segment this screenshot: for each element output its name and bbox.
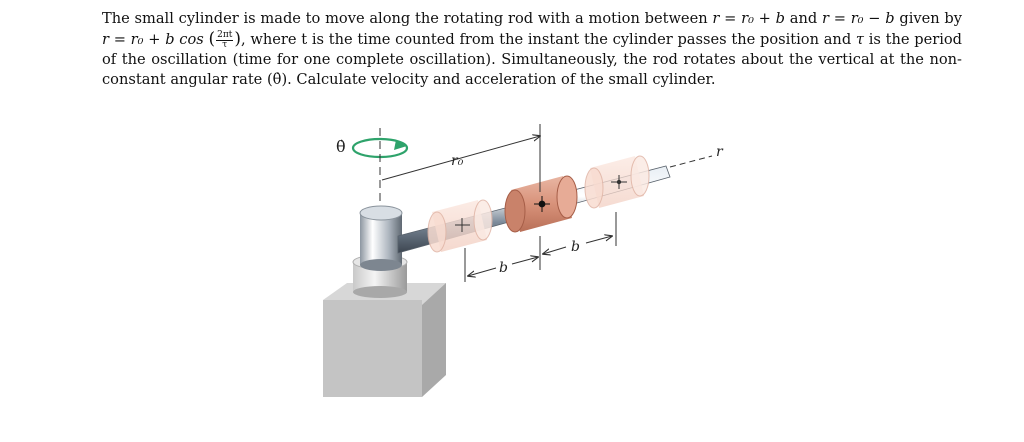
label-theta-dot: θ̇ xyxy=(336,137,346,156)
label-r0: r₀ xyxy=(451,153,464,169)
label-b-right: b xyxy=(571,239,580,255)
problem-text-3: is the period of the oscillation (time f… xyxy=(102,31,963,88)
r-axis-line xyxy=(669,155,713,168)
problem-text-given-by: given by xyxy=(899,10,963,27)
problem-text-4: Calculate velocity and acceleration of t… xyxy=(296,71,716,88)
problem-statement: The small cylinder is made to move along… xyxy=(102,9,962,90)
equation-r-motion: r = r₀ + b cos xyxy=(102,31,204,48)
symbol-tau: τ xyxy=(855,31,864,48)
paren-close: ) xyxy=(234,29,242,49)
label-b-left: b xyxy=(499,260,508,276)
symbol-theta-dot: (θ̇). xyxy=(266,71,292,88)
paren-open: ( xyxy=(208,29,216,49)
b-dimension-right xyxy=(539,212,617,270)
fraction-numerator: 2πt xyxy=(216,29,234,41)
problem-text-2: , where t is the time counted from the i… xyxy=(241,31,852,48)
problem-text-1: The small cylinder is made to move along… xyxy=(102,10,708,27)
b-dimension-left xyxy=(464,248,538,282)
small-cylinder xyxy=(504,175,578,233)
vertical-post xyxy=(359,205,403,271)
cylinder-position-inner xyxy=(427,199,493,253)
equation-r-min: r = r₀ − b xyxy=(821,10,895,27)
fraction-denominator: τ xyxy=(222,39,228,50)
label-r: r xyxy=(716,144,724,160)
equation-r-max: r = r₀ + b xyxy=(712,10,785,27)
r0-dimension xyxy=(381,124,540,192)
problem-text-and: and xyxy=(789,10,818,27)
cylinder-position-outer xyxy=(584,155,650,209)
base-block xyxy=(323,283,446,397)
